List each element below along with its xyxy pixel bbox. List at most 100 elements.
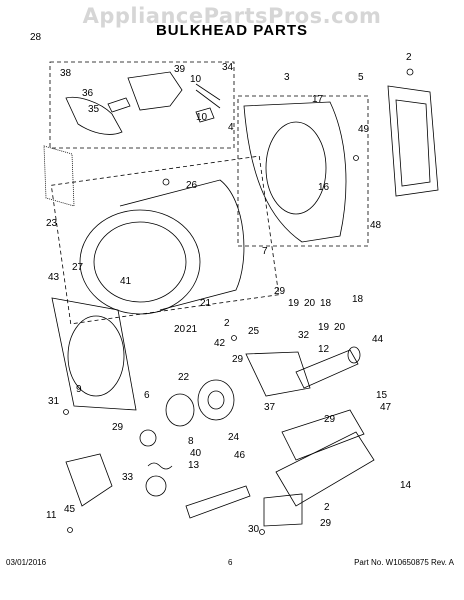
dashed-bulkhead-outline: [237, 95, 369, 247]
callout-44: 44: [372, 334, 384, 345]
dashed-drum-outline: [50, 155, 280, 325]
callout-24: 24: [228, 432, 240, 443]
callout-12: 12: [318, 344, 330, 355]
spring-part-15: [147, 462, 173, 470]
bracket-part-39: [127, 71, 183, 111]
screw-part-49: [353, 155, 359, 161]
duct-end-part-12: [347, 346, 361, 364]
drum-rim-inner: [93, 221, 187, 303]
rear-bulkhead-part-17: [243, 101, 347, 243]
heater-cover-part-5: [387, 85, 439, 197]
sensor-part-10: [195, 107, 215, 123]
callout-8: 8: [188, 436, 194, 447]
wire-part-34b: [195, 89, 221, 109]
screw-part-2-right: [406, 68, 414, 76]
callout-43: 43: [48, 272, 60, 283]
callout-29: 29: [274, 286, 286, 297]
callout-10: 10: [190, 74, 202, 85]
base-plate-part-30: [275, 431, 375, 507]
callout-4: 4: [228, 122, 234, 133]
watermark: AppliancePartsPros.com: [82, 4, 382, 28]
callout-34: 34: [222, 62, 234, 73]
callout-29: 29: [324, 414, 336, 425]
callout-11: 11: [46, 510, 57, 521]
heater-tube-part-46: [281, 409, 365, 461]
drum-rim-front: [79, 209, 201, 315]
dashed-group-box: [49, 61, 235, 149]
callout-39: 39: [174, 64, 186, 75]
callout-42: 42: [214, 338, 226, 349]
callout-35: 35: [88, 104, 100, 115]
wire-part-34a: [195, 83, 221, 101]
front-bulkhead-opening: [67, 315, 125, 397]
footer-date: 03/01/2016: [6, 558, 47, 567]
belt-part-40b: [145, 475, 167, 497]
callout-41: 41: [120, 276, 132, 287]
callout-40: 40: [190, 448, 202, 459]
screw-part-26: [162, 178, 170, 186]
callout-2: 2: [324, 502, 330, 513]
blower-wheel-hub: [207, 390, 225, 410]
callout-3: 3: [284, 72, 290, 83]
lint-screen-part-23: [43, 145, 75, 207]
callout-25: 25: [248, 326, 260, 337]
seal-ring-part-40: [139, 429, 157, 447]
callout-29: 29: [320, 518, 332, 529]
callout-22: 22: [178, 372, 190, 383]
screw-part-2-mid: [231, 335, 237, 341]
callout-23: 23: [46, 218, 58, 229]
exhaust-duct-part-22: [295, 349, 359, 389]
callout-20: 20: [174, 324, 186, 335]
page-title: BULKHEAD PARTS: [155, 22, 309, 39]
callout-33: 33: [122, 472, 134, 483]
callout-13: 13: [188, 460, 200, 471]
callout-17: 17: [312, 94, 324, 105]
callout-21: 21: [186, 324, 198, 335]
callout-26: 26: [186, 180, 198, 191]
callout-36: 36: [82, 88, 94, 99]
callout-15: 15: [376, 390, 388, 401]
callout-20: 20: [334, 322, 346, 333]
callout-18: 18: [352, 294, 364, 305]
callout-6: 6: [144, 390, 150, 401]
bracket-part-28: [263, 493, 303, 527]
callout-7: 7: [262, 246, 268, 257]
callout-32: 32: [298, 330, 310, 341]
callout-45: 45: [64, 504, 76, 515]
harness-part-14: [185, 485, 251, 519]
callout-49: 49: [358, 124, 370, 135]
callout-16: 16: [318, 182, 330, 193]
heater-cover-inner: [395, 99, 431, 187]
footer-page-number: 6: [228, 558, 233, 567]
blower-wheel-part-37: [197, 379, 235, 421]
callout-14: 14: [400, 480, 412, 491]
blower-housing-part-32: [245, 351, 311, 397]
callout-29: 29: [232, 354, 244, 365]
front-bulkhead-part-43: [51, 297, 137, 411]
screw-part-6: [63, 409, 69, 415]
rear-bulkhead-opening: [265, 121, 327, 215]
callout-2: 2: [224, 318, 230, 329]
callout-19: 19: [288, 298, 300, 309]
callout-20: 20: [304, 298, 316, 309]
callout-47: 47: [380, 402, 392, 413]
callout-9: 9: [76, 384, 82, 395]
callout-10: 10: [196, 112, 208, 123]
callout-2: 2: [406, 52, 412, 63]
drum-body-part-25: [119, 179, 245, 311]
callout-19: 19: [318, 322, 330, 333]
callout-29: 29: [112, 422, 124, 433]
callout-31: 31: [48, 396, 60, 407]
blower-seal-part-24: [165, 393, 195, 427]
callout-37: 37: [264, 402, 276, 413]
clip-part-35: [107, 97, 131, 113]
screw-part-2-bottom: [67, 527, 73, 533]
callout-46: 46: [234, 450, 246, 461]
screw-part-29-bottom: [259, 529, 265, 535]
footer-part-number: Part No. W10650875 Rev. A: [354, 558, 454, 567]
callout-5: 5: [358, 72, 364, 83]
callout-30: 30: [248, 524, 260, 535]
callout-21: 21: [200, 298, 212, 309]
